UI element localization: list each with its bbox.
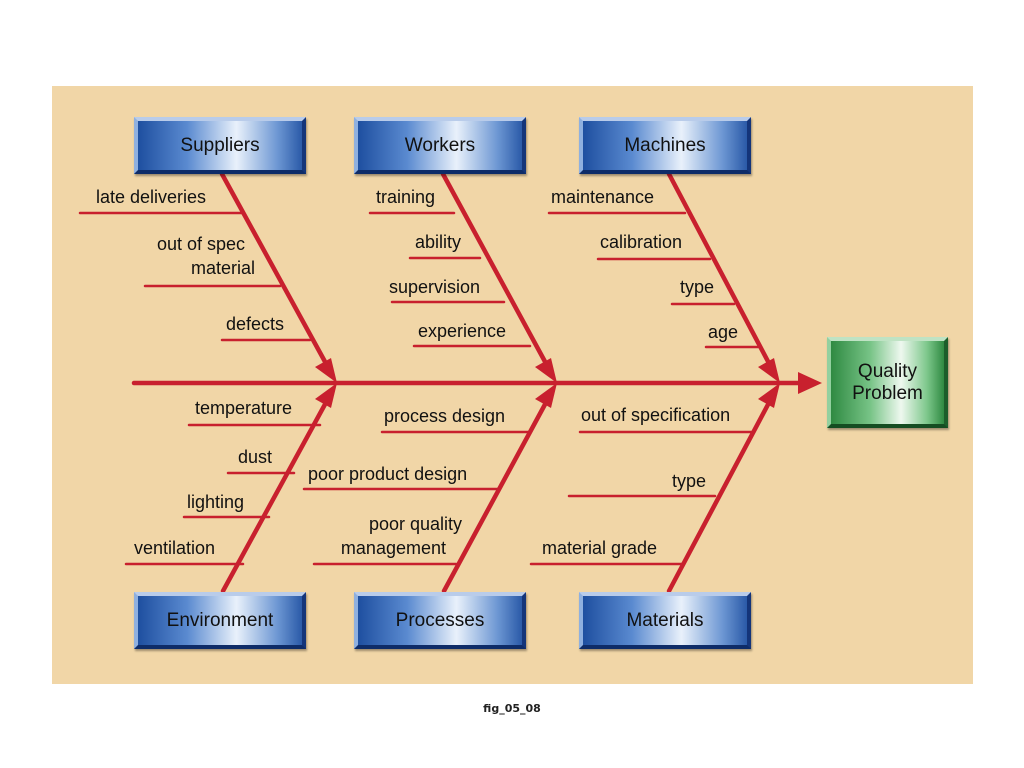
effect-quality-problem: Quality Problem [827,337,948,428]
cause-type-machines: type [680,277,715,297]
cause-training: training [376,187,436,207]
cause-dust: dust [238,447,273,467]
cause-age: age [708,322,739,342]
cause-maintenance: maintenance [551,187,655,207]
cause-lighting: lighting [187,492,245,512]
cause-supervision: supervision [389,277,481,297]
cause-management: management [340,538,446,558]
arrowhead-machines [758,358,780,383]
fishbone-diagram: Suppliers Workers Machines Environment P… [52,86,973,684]
bone-environment [220,394,332,594]
arrowhead-workers [535,358,557,383]
cause-poor-quality: poor quality [368,514,462,534]
cause-poor-product-design: poor product design [308,464,468,484]
bone-workers [440,171,552,372]
arrowhead-materials [758,383,780,408]
arrowhead-processes [535,383,557,408]
arrowhead-environment [315,383,337,408]
cause-process-design: process design [384,406,506,426]
cause-material-grade: material grade [542,538,658,558]
category-workers: Workers [354,117,526,174]
arrowhead-effect [798,372,822,394]
fishbone-bones [78,171,822,594]
effect-label-line1: Quality [857,360,918,382]
cause-ventilation: ventilation [134,538,216,558]
cause-defects: defects [226,314,285,334]
cause-late-deliveries: late deliveries [96,187,207,207]
cause-out-of-spec: out of spec [156,234,245,254]
cause-material: material [190,258,255,278]
effect-label-line2: Problem [852,382,923,404]
bone-materials [666,394,775,594]
bone-suppliers [219,171,332,372]
bone-machines [666,171,775,372]
cause-type-materials: type [672,471,707,491]
cause-temperature: temperature [195,398,293,418]
category-processes: Processes [354,592,526,649]
cause-ability: ability [415,232,462,252]
cause-out-of-specification: out of specification [581,405,731,425]
arrowhead-suppliers [315,358,337,383]
category-materials: Materials [579,592,751,649]
category-environment: Environment [134,592,306,649]
category-suppliers: Suppliers [134,117,306,174]
category-machines: Machines [579,117,751,174]
cause-experience: experience [418,321,507,341]
figure-caption: fig_05_08 [483,702,541,715]
bone-processes [441,394,552,594]
cause-calibration: calibration [600,232,683,252]
